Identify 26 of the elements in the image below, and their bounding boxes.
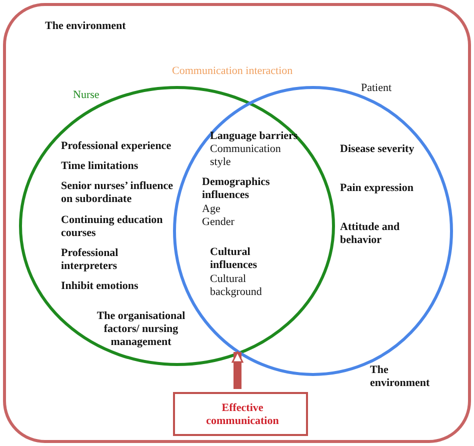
environment-heading: The environment — [45, 20, 126, 33]
factor-text: Professional experience — [61, 140, 172, 153]
factor-text: Inhibit emotions — [61, 280, 138, 293]
circle-heading: Nurse — [73, 89, 100, 102]
factor-text: Attitude and behavior — [340, 221, 401, 247]
circle-heading: Patient — [361, 82, 392, 95]
box-text: Effective communication — [205, 402, 280, 428]
factor-text: Demographics influences — [202, 176, 271, 202]
factor-text: Continuing education courses — [61, 214, 164, 240]
environment-frame — [3, 3, 471, 443]
environment-text: The environment — [370, 364, 431, 390]
factor-text: Age — [202, 203, 220, 216]
factor-text: Cultural background — [210, 273, 263, 299]
venn-circle — [19, 86, 335, 366]
factor-text: Gender — [202, 216, 234, 229]
factor-text: Disease severity — [340, 143, 414, 156]
block-arrow — [232, 351, 244, 389]
factor-text: Cultural influences — [210, 246, 258, 272]
factor-text: Senior nurses’ influence on subordinate — [61, 180, 174, 206]
factor-text: Professional interpreters — [61, 247, 120, 273]
outcome-box — [173, 392, 308, 436]
factor-text: Pain expression — [340, 182, 414, 195]
factor-text: Time limitations — [61, 160, 138, 173]
region-heading: Communication interaction — [172, 65, 293, 78]
factor-text: The organisational factors/ nursing management — [96, 310, 186, 349]
factor-text: Communication style — [210, 143, 282, 169]
